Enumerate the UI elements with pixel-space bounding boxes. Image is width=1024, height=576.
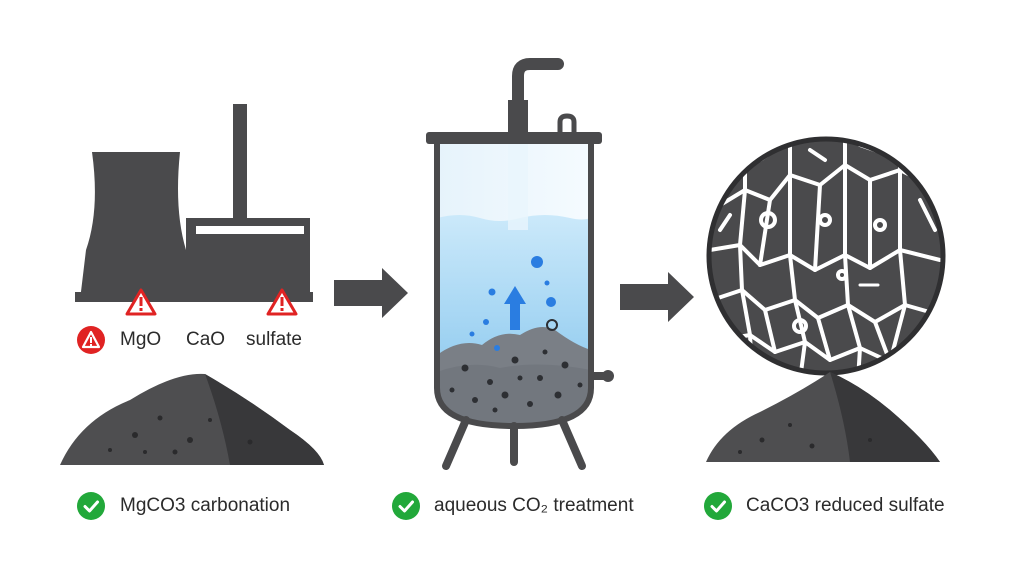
warning-triangle-icon [266,288,298,316]
power-plant-icon [75,104,313,302]
warning-label-mgo: MgO [120,329,162,350]
checkmark-circle-icon [704,492,732,520]
process-arrow-2 [620,272,694,322]
microstructure-circle-icon [706,136,946,376]
left-result-label: MgCO3 carbonation [120,495,291,516]
checkmark-circle-icon [77,492,105,520]
middle-result-label: aqueous CO₂ treatment [434,495,634,516]
ash-pile-left [60,373,324,465]
process-arrow-1 [334,268,408,318]
reactor-vessel-icon [426,58,614,470]
ash-pile-right [706,372,940,462]
warning-label-cao: CaO [186,329,226,350]
warning-label-sulfate: sulfate [246,329,302,350]
checkmark-circle-icon [392,492,420,520]
warning-triangle-icon [125,288,157,316]
warning-circle-icon [77,326,105,354]
right-result-label: CaCO3 reduced sulfate [746,495,945,516]
upward-flow-arrow-icon [504,286,526,330]
